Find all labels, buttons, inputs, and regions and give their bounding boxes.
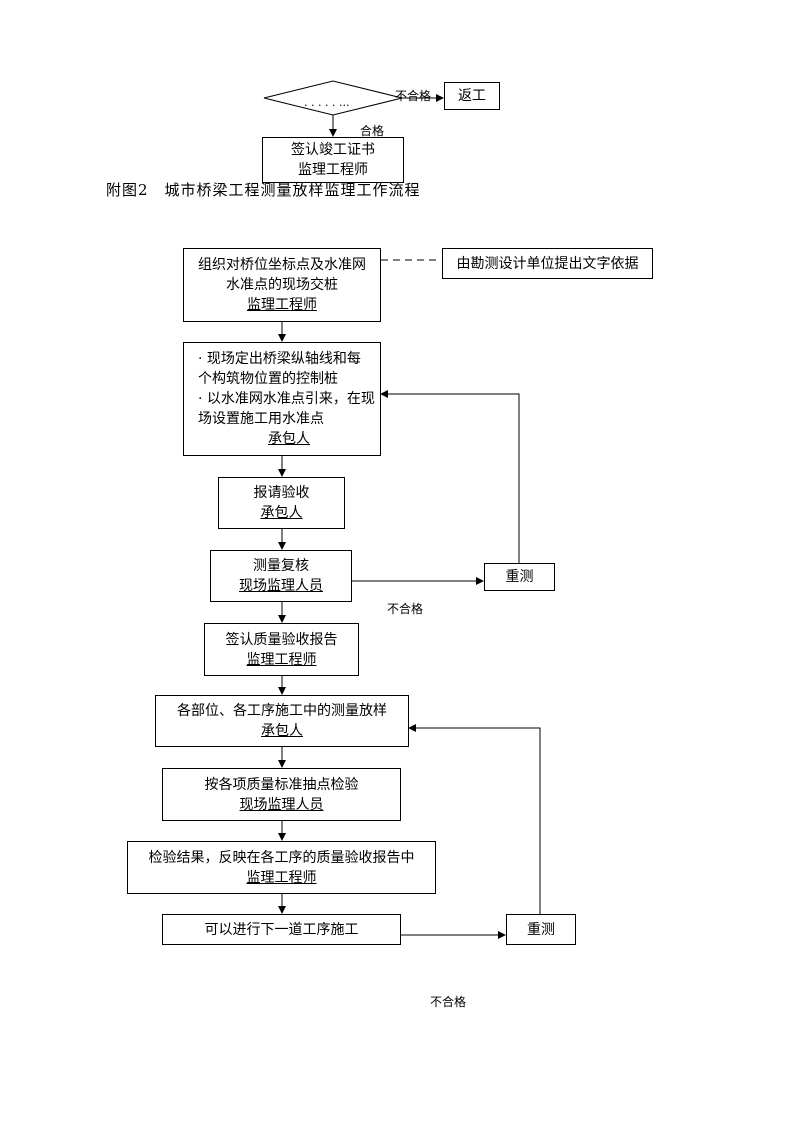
handover-line-2: 水准点的现场交桩: [226, 277, 338, 293]
next-step-text: 可以进行下一道工序施工: [204, 921, 359, 938]
remeasure-text-2: 重测: [527, 921, 555, 938]
results-box: 检验结果，反映在各工序的质量验收报告中 监理工程师: [127, 841, 436, 894]
sign-quality-role: 监理工程师: [246, 651, 317, 668]
return-box: 返工: [444, 82, 500, 110]
stake-line-4: 场设置施工用水准点: [198, 411, 324, 427]
stake-box: · 现场定出桥梁纵轴线和每 个构筑物位置的控制桩 · 以水准网水准点引来，在现 …: [183, 342, 381, 456]
sign-completion-box: 签认竣工证书 监理工程师: [262, 137, 404, 183]
diamond-text: . . . . . ...: [304, 96, 350, 109]
sign-completion-role: 监理工程师: [298, 162, 368, 178]
recheck-box: 测量复核 现场监理人员: [210, 550, 352, 602]
spot-check-text: 按各项质量标准抽点检验: [204, 776, 359, 793]
sign-quality-box: 签认质量验收报告 监理工程师: [204, 623, 359, 676]
reject-label-2: 不合格: [430, 995, 467, 1009]
basis-box: 由勘测设计单位提出文字依据: [442, 248, 653, 279]
recheck-text: 测量复核: [253, 558, 309, 574]
sign-quality-text: 签认质量验收报告: [225, 631, 338, 648]
stake-line-2: 个构筑物位置的控制桩: [198, 371, 338, 387]
results-role: 监理工程师: [246, 869, 317, 886]
construction-role: 承包人: [261, 723, 303, 739]
stake-line-1: · 现场定出桥梁纵轴线和每: [198, 351, 361, 367]
remeasure-box-2: 重测: [506, 914, 576, 945]
report-text: 报请验收: [253, 485, 310, 501]
pass-label-top: 合格: [360, 124, 385, 138]
figure-caption: 附图2 城市桥梁工程测量放样监理工作流程: [106, 181, 421, 199]
basis-text: 由勘测设计单位提出文字依据: [456, 255, 639, 272]
spot-check-role: 现场监理人员: [239, 796, 324, 813]
handover-role: 监理工程师: [247, 297, 317, 313]
spot-check-box: 按各项质量标准抽点检验 现场监理人员: [162, 768, 401, 821]
reject-label-top: 不合格: [395, 89, 432, 103]
construction-box: 各部位、各工序施工中的测量放样 承包人: [155, 695, 409, 747]
handover-box: 组织对桥位坐标点及水准网 水准点的现场交桩 监理工程师: [183, 248, 381, 322]
loop-back-1: [380, 390, 520, 563]
next-step-box: 可以进行下一道工序施工: [162, 914, 401, 945]
results-text: 检验结果，反映在各工序的质量验收报告中: [148, 849, 415, 866]
reject-label-1: 不合格: [387, 602, 424, 616]
return-box-text: 返工: [458, 88, 486, 104]
report-box: 报请验收 承包人: [218, 477, 345, 529]
stake-line-3: · 以水准网水准点引来，在现: [198, 391, 375, 407]
construction-text: 各部位、各工序施工中的测量放样: [177, 703, 387, 719]
loop-back-2: [408, 724, 541, 914]
stake-role: 承包人: [268, 431, 310, 447]
handover-line-1: 组织对桥位坐标点及水准网: [198, 257, 366, 273]
sign-completion-text: 签认竣工证书: [291, 142, 375, 158]
remeasure-box-1: 重测: [484, 563, 555, 591]
recheck-role: 现场监理人员: [239, 578, 323, 594]
report-role: 承包人: [260, 505, 303, 521]
remeasure-text-1: 重测: [505, 569, 534, 585]
